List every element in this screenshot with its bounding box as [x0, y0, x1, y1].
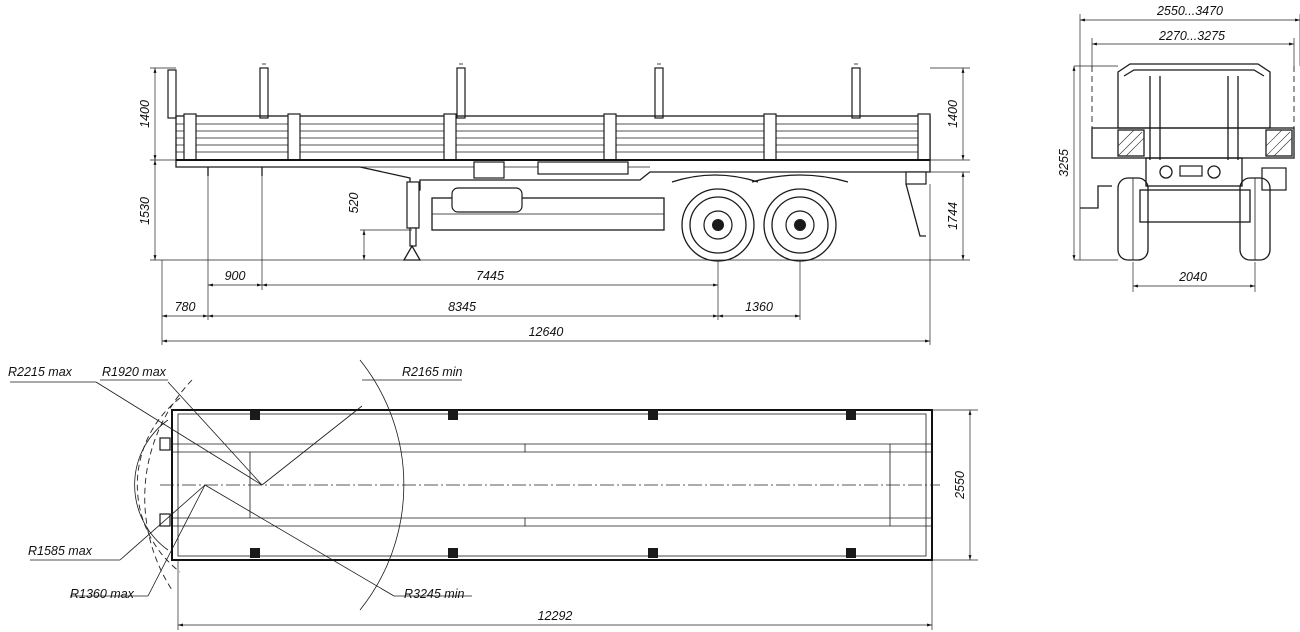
label-r-front-outer: R2215 max	[8, 365, 73, 379]
dim-kingpin-to-axle: 8345	[448, 300, 476, 314]
dim-platform-length: 12292	[538, 609, 573, 623]
dim-front-overhang: 780	[175, 300, 196, 314]
dim-rear-height: 1744	[946, 202, 960, 230]
side-dimension-lines	[150, 67, 970, 345]
dim-support-lift: 520	[347, 193, 361, 214]
dim-front-overhang-to-leg: 900	[225, 269, 246, 283]
label-r-inner-min: R2165 min	[402, 365, 462, 379]
dim-stake-height-right: 1400	[946, 100, 960, 128]
dim-platform-width: 2550	[953, 471, 967, 500]
stake-pockets	[159, 410, 856, 558]
dim-axle-spacing: 1360	[745, 300, 773, 314]
wheels	[681, 188, 837, 262]
hatch-left	[1117, 129, 1145, 157]
rear-view: 2550...3470 2270...3275 3255 2040	[1057, 4, 1300, 292]
dim-deck-height: 1530	[138, 197, 152, 225]
dim-overall-length: 12640	[529, 325, 564, 339]
label-r-corner: R1585 max	[28, 544, 93, 558]
side-boards	[175, 113, 931, 161]
hatch-right	[1265, 129, 1293, 157]
chassis	[175, 160, 931, 261]
label-r-outer-min: R3245 min	[404, 587, 464, 601]
top-view: R2215 max R1920 max R2165 min R1585 max …	[8, 359, 978, 630]
dim-overall-height: 3255	[1057, 149, 1071, 177]
dim-track-width: 2040	[1178, 270, 1207, 284]
dim-overall-width: 2550...3470	[1156, 4, 1223, 18]
dim-inner-width: 2270...3275	[1158, 29, 1225, 43]
label-r-kingpin: R1360 max	[70, 587, 135, 601]
dim-stake-height-left: 1400	[138, 100, 152, 128]
dim-leg-to-axle: 7445	[476, 269, 504, 283]
label-r-front: R1920 max	[102, 365, 167, 379]
stakes	[167, 63, 861, 119]
side-view: 1400 1530 1400 1744 520 900 7445 780 834…	[138, 63, 970, 345]
